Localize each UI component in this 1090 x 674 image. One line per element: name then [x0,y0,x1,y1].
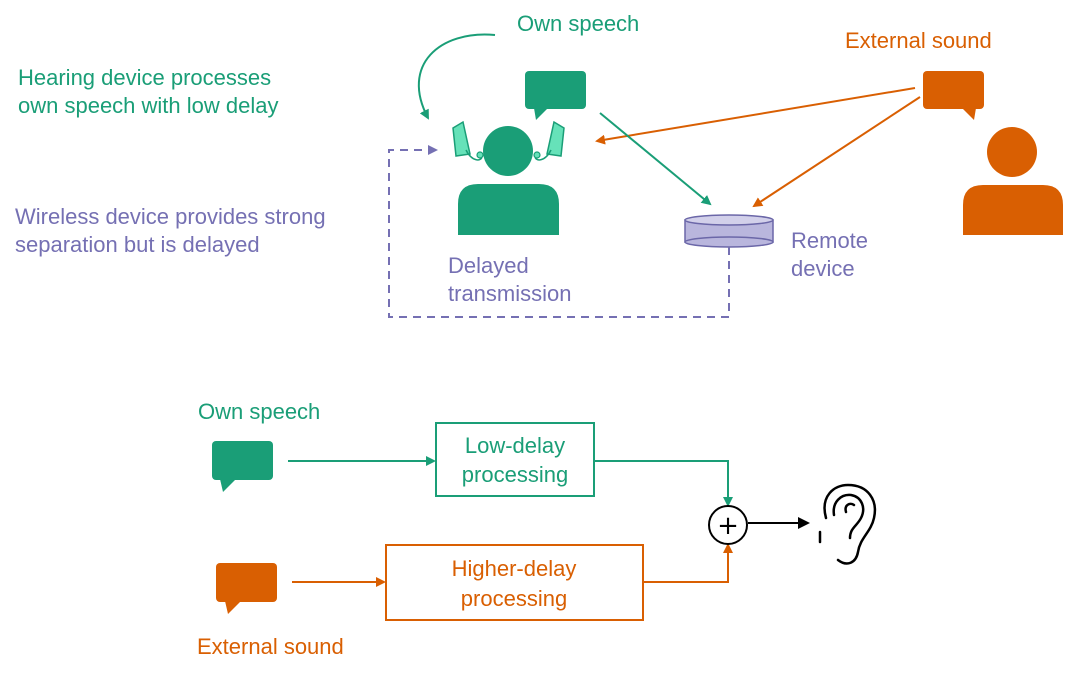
hearing-aid-icon [533,120,565,161]
higher-delay-processing-box: Higher-delay processing [385,544,644,621]
own-speech-label-top: Own speech [517,11,639,36]
higher-delay-label-line1: Higher-delay [452,556,577,581]
remote-device-label-line2: device [791,256,855,281]
low-delay-label-line1: Low-delay [465,433,565,458]
external-sound-label-top: External sound [845,28,992,53]
sum-junction-icon: + [708,505,748,545]
delayed-transmission-path [388,145,730,318]
speech-bubble-icon [212,441,273,492]
wireless-note-line2: separation but is delayed [15,232,260,257]
higher-delay-label-line2: processing [461,586,567,611]
hearing-aid-icon [452,120,484,161]
own-speech-label-bottom: Own speech [198,399,320,424]
hearing-note-line2: own speech with low delay [18,93,278,118]
speech-bubble-icon [525,71,586,120]
wireless-note-line1: Wireless device provides strong [15,204,326,229]
person-icon [963,127,1063,235]
own-speech-to-remote-arrow [599,112,712,206]
delayed-transmission-line2: transmission [448,281,571,306]
low-delay-output-arrow [594,460,733,507]
low-delay-label-line2: processing [462,462,568,487]
low-delay-processing-box: Low-delay processing [435,422,595,497]
external-to-remote-arrow [752,96,921,208]
speech-bubble-icon [923,71,984,120]
remote-device-label-line1: Remote [791,228,868,253]
sum-symbol: + [717,511,739,541]
external-to-user-arrow [595,87,916,145]
remote-device-icon [684,214,774,248]
delayed-transmission-line1: Delayed [448,253,529,278]
hearing-note-line1: Hearing device processes [18,65,271,90]
person-icon [458,126,559,235]
ear-icon [818,483,877,565]
speech-bubble-icon [216,563,277,614]
external-sound-label-bottom: External sound [197,634,344,659]
higher-delay-output-arrow [643,543,733,583]
own-speech-loop-arrow [417,33,496,120]
